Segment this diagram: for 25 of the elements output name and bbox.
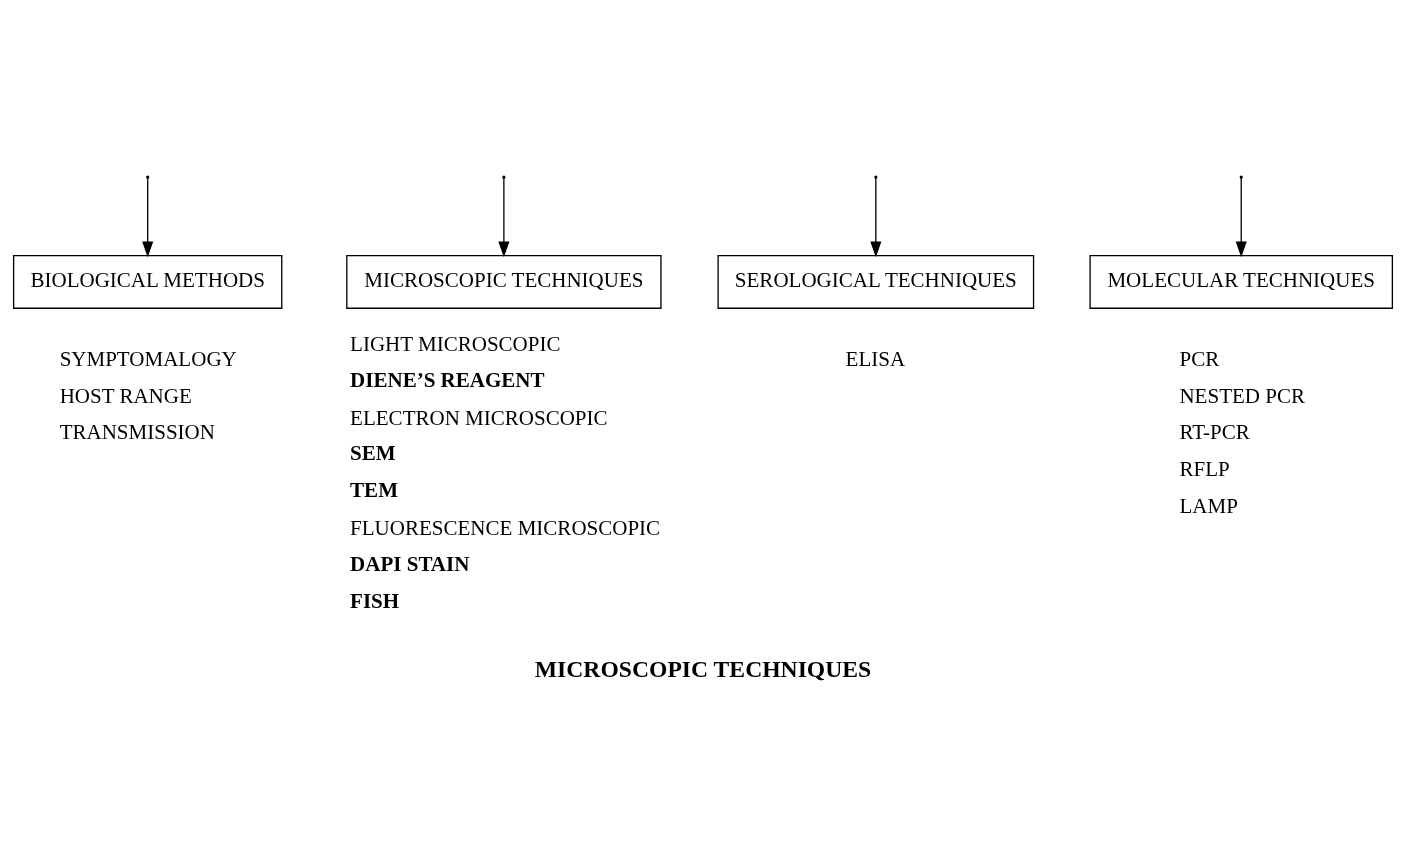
- node-label: TEM: [350, 477, 398, 502]
- node-box: BIOLOGICAL METHODS: [12, 254, 283, 309]
- node-box: MICROSCOPIC TECHNIQUES: [346, 254, 662, 309]
- node-label: SYMPTOMALOGY: [59, 346, 237, 371]
- node-label: LIGHT MICROSCOPIC: [350, 331, 561, 356]
- node-label: RFLP: [1179, 456, 1230, 481]
- node-label: LAMP: [1179, 493, 1238, 518]
- node-label: DIENE’S REAGENT: [350, 367, 545, 392]
- node-box: SEROLOGICAL TECHNIQUES: [717, 254, 1035, 309]
- node-label: NESTED PCR: [1179, 383, 1305, 408]
- arrow: [1235, 177, 1247, 257]
- node-label: ELISA: [845, 346, 906, 371]
- node-label: TRANSMISSION: [59, 419, 215, 444]
- node-label: PCR: [1179, 346, 1220, 371]
- node-label: HOST RANGE: [59, 383, 192, 408]
- node-label: DAPI STAIN: [350, 551, 470, 576]
- caption: MICROSCOPIC TECHNIQUES: [534, 655, 872, 682]
- arrow: [142, 177, 154, 257]
- node-label: ELECTRON MICROSCOPIC: [350, 405, 608, 430]
- node-label: FISH: [350, 588, 400, 613]
- arrow: [870, 177, 882, 257]
- node-label: SEM: [350, 440, 396, 465]
- node-label: FLUORESCENCE MICROSCOPIC: [350, 515, 661, 540]
- node-label: RT-PCR: [1179, 419, 1250, 444]
- node-box: MOLECULAR TECHNIQUES: [1089, 254, 1394, 309]
